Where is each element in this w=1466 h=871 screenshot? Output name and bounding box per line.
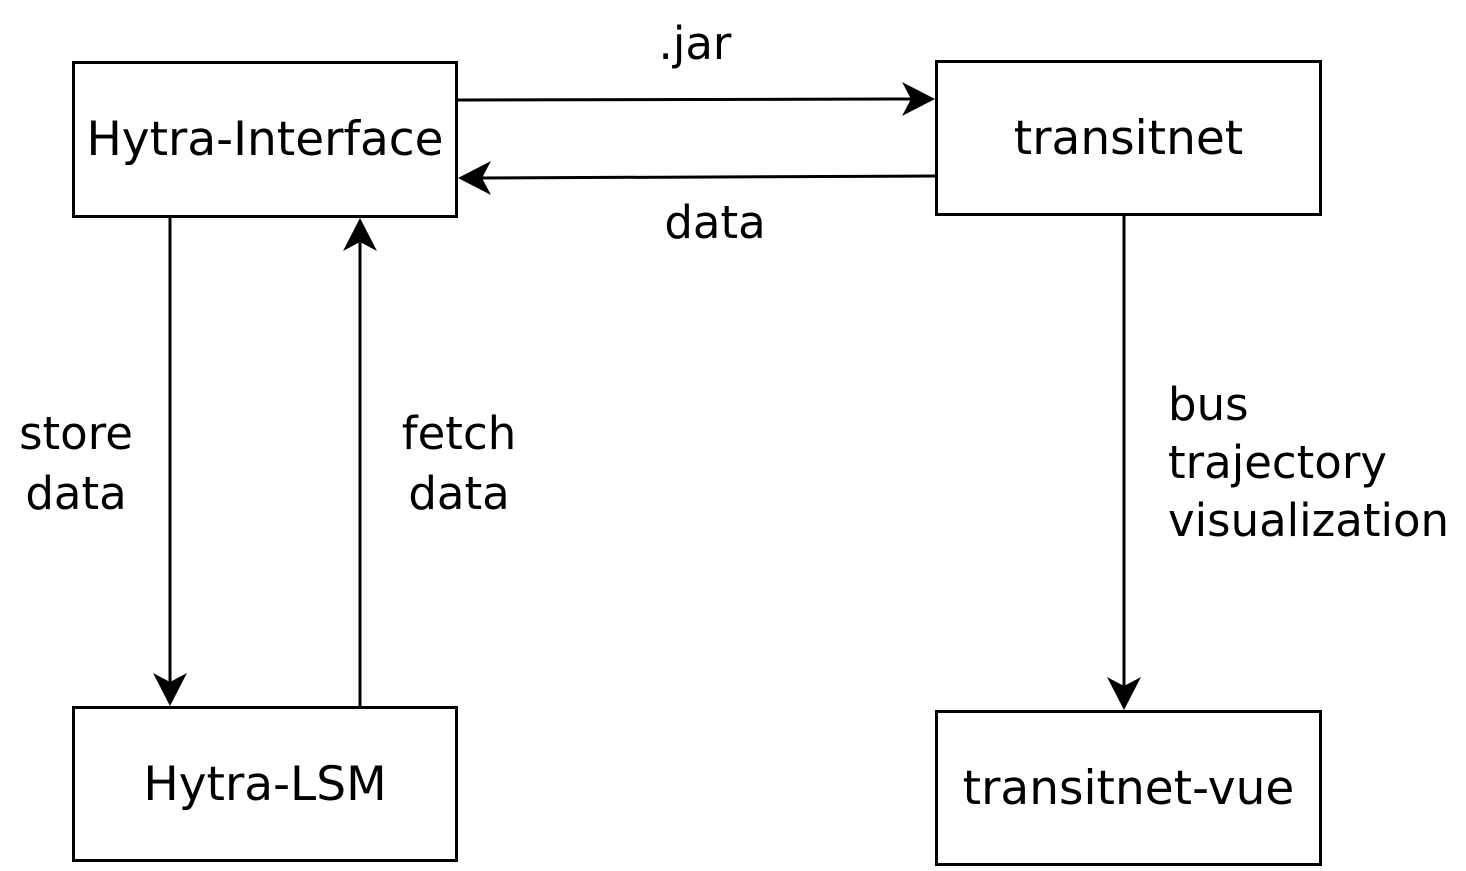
edge-label-store-line-2: data [25, 467, 127, 520]
edge-label-data: data [664, 196, 766, 249]
node-transitnet-vue-label: transitnet-vue [962, 760, 1295, 816]
edge-label-bus-line-2: trajectory [1168, 436, 1387, 489]
jar-arrowhead [902, 82, 935, 116]
node-hytra-interface-label: Hytra-Interface [86, 112, 444, 167]
data-arrow-line [477, 174, 936, 180]
fetch-arrowhead [343, 218, 377, 251]
bus-arrowhead [1107, 677, 1141, 710]
edge-label-bus-line-3: visualization [1168, 494, 1450, 547]
node-transitnet-vue: transitnet-vue [935, 710, 1322, 866]
edge-label-store-line-1: store [19, 407, 133, 460]
edge-label-fetch-line-2: data [408, 467, 510, 520]
node-transitnet: transitnet [935, 60, 1322, 216]
node-hytra-lsm: Hytra-LSM [72, 706, 458, 862]
data-arrowhead [458, 161, 491, 195]
node-hytra-lsm-label: Hytra-LSM [143, 756, 387, 812]
edge-label-fetch-data: fetch data [384, 404, 534, 524]
edge-label-store-data: store data [6, 404, 146, 524]
edge-label-bus-trajectory-visualization: bus trajectory visualization [1168, 376, 1466, 550]
jar-arrow-line [457, 97, 916, 102]
node-hytra-interface: Hytra-Interface [72, 61, 458, 218]
store-arrowhead [153, 673, 187, 706]
edge-label-fetch-line-1: fetch [401, 407, 517, 460]
edge-label-jar: .jar [658, 17, 732, 70]
node-transitnet-label: transitnet [1013, 110, 1244, 166]
edge-label-bus-line-1: bus [1168, 378, 1249, 431]
